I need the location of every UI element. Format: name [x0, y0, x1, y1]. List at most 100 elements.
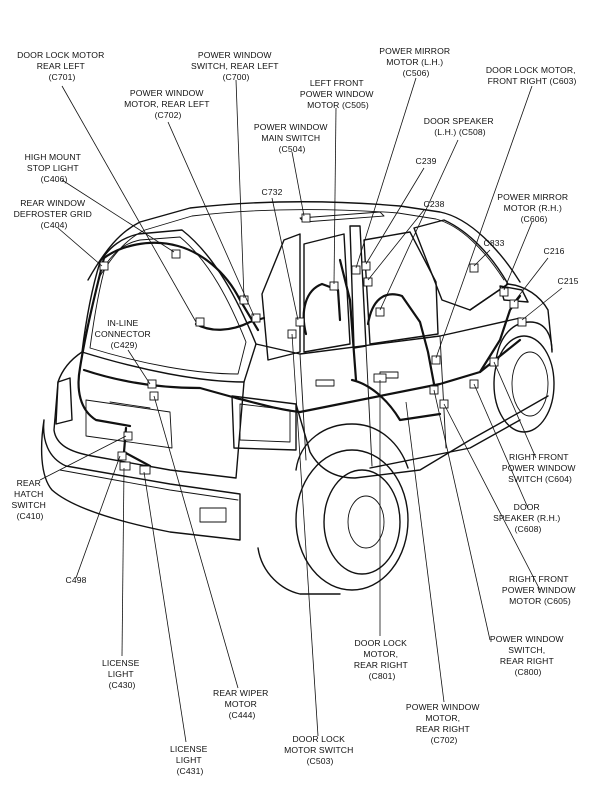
connector-c701: [195, 317, 205, 327]
connector-c410: [123, 431, 133, 441]
rear-wheel-tire: [295, 449, 409, 591]
rear-tire-tread: [257, 547, 341, 595]
front-wheel-tire: [493, 335, 555, 433]
leader-c238: [367, 209, 425, 281]
leader-c732: [271, 197, 299, 321]
leader-c506: [355, 77, 417, 269]
belt-line: [255, 317, 521, 355]
connector-c508: [375, 307, 385, 317]
rear-quarter-window: [261, 233, 301, 361]
leader-c404: [57, 227, 103, 267]
connector-c216: [509, 299, 519, 309]
taillight-right: [231, 395, 297, 451]
harness-roof: [102, 241, 260, 332]
label-c604: RIGHT FRONT POWER WINDOW SWITCH (C604): [502, 452, 578, 484]
rear-wheel-hub: [347, 495, 385, 549]
leader-lines: [39, 77, 563, 743]
label-c410: REAR HATCH SWITCH (C410): [12, 478, 49, 521]
leader-c702-left: [167, 121, 255, 317]
leader-c429: [127, 349, 151, 385]
harness-rear-door-lower: [350, 378, 442, 422]
connector-c833: [469, 263, 479, 273]
connector-c404: [99, 261, 109, 271]
leader-c701: [61, 85, 197, 323]
leader-c608: [473, 383, 529, 509]
label-c238: C238: [424, 199, 445, 209]
connector-c406: [171, 249, 181, 259]
label-c508: DOOR SPEAKER (L.H.) (C508): [424, 116, 496, 137]
harness-rear-door: [302, 282, 342, 336]
label-c406: HIGH MOUNT STOP LIGHT (C406): [25, 152, 84, 184]
label-c702-left: POWER WINDOW MOTOR, REAR LEFT (C702): [124, 88, 212, 120]
rear-door-seam: [299, 353, 307, 461]
label-c215: C215: [558, 276, 579, 286]
label-c239: C239: [416, 156, 437, 166]
label-c608: DOOR SPEAKER (R.H.) (C608): [493, 502, 563, 534]
label-c833: C833: [484, 238, 505, 248]
label-c498: C498: [66, 575, 87, 585]
connector-c732: [295, 317, 305, 327]
leader-c603: [435, 85, 533, 359]
connector-c215: [517, 317, 527, 327]
leader-c444: [153, 395, 239, 689]
label-c800: POWER WINDOW SWITCH, REAR RIGHT (C800): [490, 634, 566, 677]
leader-c606: [503, 221, 533, 291]
lower-body-side: [295, 395, 549, 479]
leader-c406: [61, 179, 175, 253]
connector-c429: [147, 379, 157, 389]
connector-c506: [351, 265, 361, 275]
connector-c431: [139, 465, 151, 475]
rear-window-inner: [89, 236, 247, 375]
leader-c833: [473, 249, 491, 267]
label-c506: POWER MIRROR MOTOR (L.H.) (C506): [379, 46, 452, 78]
connector-c239: [361, 261, 371, 271]
connector-c498: [117, 451, 127, 461]
front-door-window: [363, 231, 439, 345]
connector-c702-left: [251, 313, 261, 323]
leader-c430: [121, 467, 125, 657]
leader-c508: [379, 139, 459, 311]
connector-c603: [431, 355, 441, 365]
leader-c604: [493, 361, 537, 459]
leader-c702-right: [405, 401, 445, 703]
leader-c504: [291, 151, 305, 217]
roof-outline: [87, 201, 521, 283]
leader-c605: [443, 403, 541, 591]
connector-c504: [301, 213, 311, 223]
label-c429: IN-LINE CONNECTOR (C429): [95, 318, 154, 350]
label-c216: C216: [544, 246, 565, 256]
leader-c431: [143, 471, 187, 743]
rear-bumper: [40, 419, 241, 541]
front-wheel-rim: [511, 351, 549, 417]
label-c606: POWER MIRROR MOTOR (R.H.) (C606): [497, 192, 570, 224]
leader-c498: [75, 455, 121, 579]
leader-c700: [235, 79, 245, 299]
connector-c430: [119, 461, 131, 471]
leader-c215: [521, 287, 563, 321]
label-c700: POWER WINDOW SWITCH, REAR LEFT (C700): [191, 50, 281, 82]
hatch-handle: [109, 401, 151, 409]
harness-hatch-left: [77, 256, 132, 428]
label-c605: RIGHT FRONT POWER WINDOW MOTOR (C605): [502, 574, 578, 606]
roof-inner-line: [99, 209, 505, 281]
label-c444: REAR WIPER MOTOR (C444): [213, 688, 271, 720]
rear-body-face: [53, 351, 245, 479]
harness-body-side: [234, 338, 522, 414]
taillight-left: [55, 377, 73, 425]
leader-c216: [513, 257, 549, 303]
license-plate-recess: [85, 399, 173, 449]
hood: [469, 283, 553, 351]
leader-c800: [433, 389, 491, 641]
connector-c238: [363, 277, 373, 287]
label-c430: LICENSE LIGHT (C430): [102, 658, 142, 690]
front-door-seam: [365, 345, 373, 467]
label-c701: DOOR LOCK MOTOR REAR LEFT (C701): [17, 50, 107, 82]
leader-c239: [365, 167, 425, 265]
component-labels: DOOR LOCK MOTOR REAR LEFT (C701) POWER W…: [12, 46, 579, 776]
vehicle-body: [40, 201, 555, 595]
leader-c410: [39, 435, 127, 481]
label-c504: POWER WINDOW MAIN SWITCH (C504): [254, 122, 330, 154]
wiring-harness: [77, 213, 527, 475]
rear-door-handle: [315, 379, 335, 387]
